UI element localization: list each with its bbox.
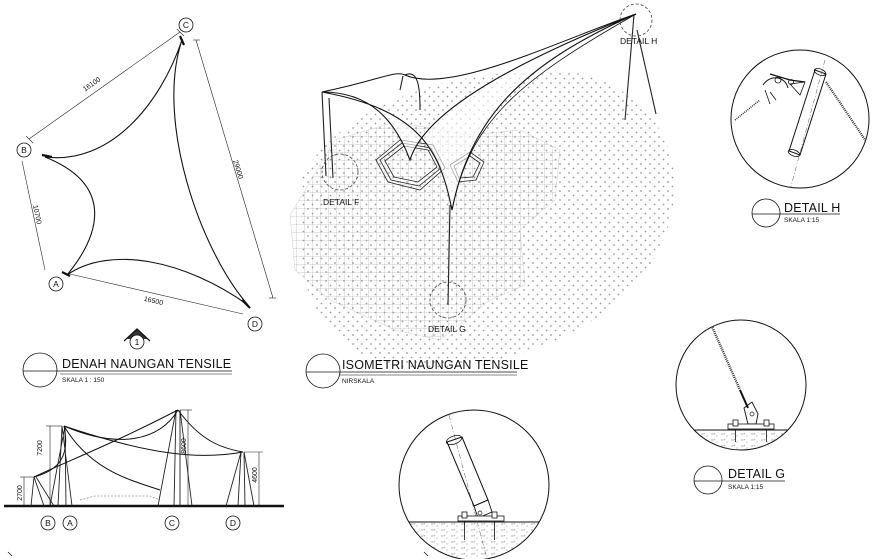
elevation-dim-b: 2700 [17,485,24,501]
detail-h-scale: SKALA 1:15 [784,217,819,224]
svg-text:B: B [21,145,27,155]
plan-dim-top: 16100 [82,76,102,93]
detail-f [398,409,550,559]
callout-circle-g [429,281,467,319]
iso-title: ISOMETRI NAUNGAN TENSILE [342,358,529,372]
elevation-dimension-lines [20,409,263,506]
iso-scale: NIRSKALA [342,378,375,385]
plan-dim-bottom: 16500 [143,296,164,307]
iso-grid-pavement [289,121,561,341]
north-marker: 1 [123,328,151,350]
svg-text:A: A [67,518,73,528]
svg-text:B: B [45,518,51,528]
elevation-axis-d: D [225,515,241,531]
plan-scale: SKALA 1 : 150 [62,377,105,384]
elevation-axis-c: C [164,515,180,531]
plan-title: DENAH NAUNGAN TENSILE [62,357,231,371]
detail-h-title: DETAIL H [784,201,840,215]
elevation-masts [30,409,255,507]
detail-g-title-block: DETAIL G SKALA 1:15 [693,465,785,495]
detail-h: DETAIL H SKALA 1:15 [730,49,870,228]
plan-dim-right: 29000 [231,159,243,180]
iso-title-block: ISOMETRI NAUNGAN TENSILE NIRSKALA [305,353,529,389]
plan-corner-d: D [247,316,263,332]
plan-corner-b: B [16,142,32,158]
detail-h-drawing [734,59,869,188]
svg-text:C: C [169,518,175,528]
svg-text:A: A [53,279,59,289]
elevation-view: 2700 7200 8600 4600 B A C D [4,409,284,531]
plan-view: 16100 29000 10700 16500 C B A D 1 [16,17,276,388]
detail-g: DETAIL G SKALA 1:15 [675,319,807,495]
elevation-axis-a: A [62,515,78,531]
callout-circle-h [619,3,653,37]
elevation-axis-b: B [40,515,56,531]
iso-membrane [321,13,637,211]
detail-h-title-block: DETAIL H SKALA 1:15 [751,198,840,228]
callout-circle-f [321,153,359,191]
callout-label-f: DETAIL F [323,197,359,207]
elevation-dim-a: 7200 [37,440,44,456]
elevation-membrane [33,409,244,491]
elevation-dim-d: 4600 [252,467,259,483]
plan-title-block: DENAH NAUNGAN TENSILE SKALA 1 : 150 [22,352,232,388]
svg-text:C: C [183,20,189,30]
plan-corner-a: A [48,276,64,292]
isometric-view: DETAIL F DETAIL G DETAIL H ISOMETRI NAUN… [289,3,675,389]
callout-label-h: DETAIL H [620,36,657,46]
svg-text:D: D [252,319,258,329]
plan-dimension-lines [21,28,276,315]
svg-text:1: 1 [135,337,140,347]
plan-membrane-outline [44,39,249,306]
detail-g-scale: SKALA 1:15 [728,484,763,491]
svg-text:D: D [230,518,236,528]
plan-dim-left: 10700 [31,204,42,225]
elevation-dim-c: 8600 [181,438,188,454]
detail-g-title: DETAIL G [728,467,785,481]
callout-label-g: DETAIL G [428,324,466,334]
plan-corner-c: C [178,17,194,33]
